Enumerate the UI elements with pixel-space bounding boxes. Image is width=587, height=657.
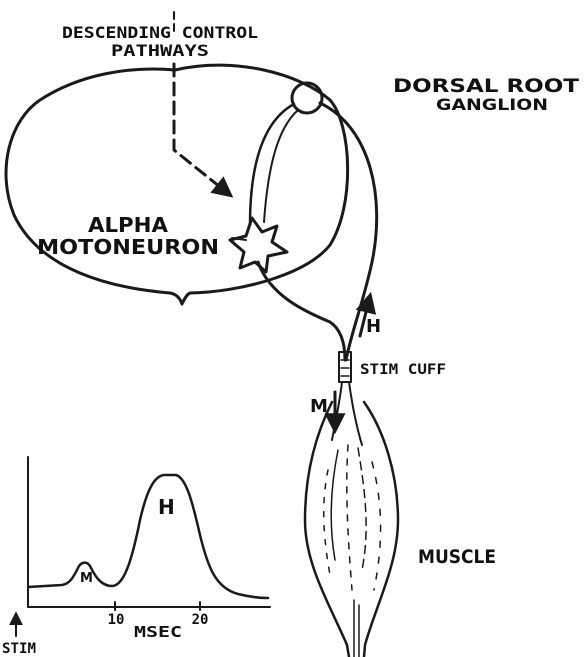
- trace-peak-h: H: [158, 495, 175, 519]
- alpha-label-line1: ALPHA: [88, 213, 169, 237]
- trace-tick-10-label: 10: [108, 612, 125, 628]
- muscle-label: MUSCLE: [418, 546, 496, 568]
- efferent-axon: [258, 262, 345, 360]
- descending-label-line2: PATHWAYS: [111, 41, 209, 60]
- trace-xunit-label: MSEC: [134, 623, 182, 641]
- dorsal-root-ganglion: [292, 83, 322, 113]
- drg-label-line1: DORSAL ROOT: [393, 75, 579, 97]
- h-arrow-label: H: [366, 316, 381, 337]
- alpha-label-line2: MOTONEURON: [37, 235, 219, 259]
- emg-waveform: [28, 475, 268, 598]
- stim-cuff-label: STIM CUFF: [360, 362, 446, 378]
- spinal-cord-outline: [6, 65, 348, 304]
- descending-pathway-arrow: [174, 64, 230, 195]
- descending-label-line1: DESCENDING CONTROL: [62, 23, 258, 42]
- stim-label: STIM: [2, 641, 36, 657]
- muscle-outline-left: [305, 402, 349, 657]
- m-arrow-label: M: [310, 396, 328, 417]
- alpha-motoneuron-star: [230, 218, 287, 272]
- trace-peak-m: M: [80, 571, 93, 586]
- drg-label-line2: GANGLION: [436, 95, 548, 114]
- trace-tick-20-label: 20: [192, 612, 209, 628]
- emg-trace-inset: M H 10 20 MSEC STIM: [2, 457, 270, 657]
